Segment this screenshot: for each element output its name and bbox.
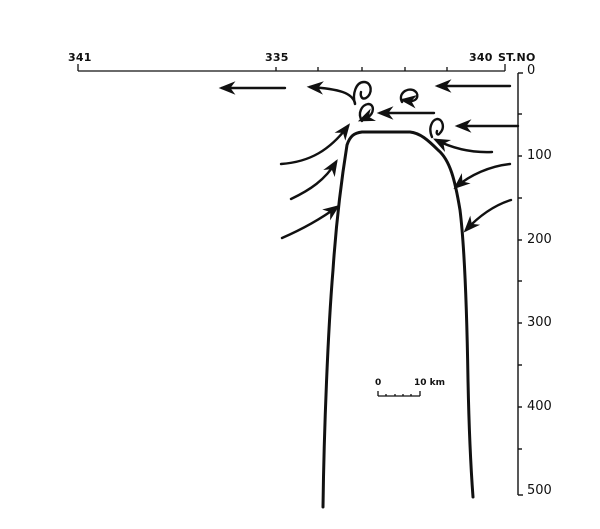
scale-label-start: 0 (375, 378, 382, 388)
depth-label-0: 0 (527, 63, 536, 78)
depth-axis (517, 72, 523, 496)
station-label-341: 341 (68, 51, 92, 64)
eddy-3 (357, 102, 377, 123)
depth-label-500: 500 (527, 483, 552, 498)
scale-label-end: 10 km (414, 378, 446, 388)
eddy-1 (352, 80, 372, 106)
station-axis-title: ST.NO (498, 51, 536, 64)
eddy-2 (399, 88, 419, 109)
station-label-340: 340 (469, 51, 493, 64)
depth-label-100: 100 (527, 148, 552, 163)
arrow-right-3 (463, 198, 513, 233)
arrow-right-1 (432, 138, 494, 154)
depth-label-200: 200 (527, 232, 552, 247)
arrow-left-3 (280, 205, 340, 240)
flow-arrows (218, 79, 520, 240)
depth-label-300: 300 (527, 315, 552, 330)
eddies (352, 80, 445, 139)
arrow-left-2 (289, 159, 338, 201)
station-axis (77, 64, 506, 72)
arrow-right-2 (453, 162, 512, 190)
station-label-335: 335 (265, 51, 289, 64)
arrow-left-1 (279, 123, 351, 166)
depth-label-400: 400 (527, 399, 552, 414)
feature-outline (321, 130, 475, 509)
arrow-surface-curved (306, 81, 357, 105)
eddy-4 (429, 117, 445, 139)
scale-bar (377, 391, 421, 397)
